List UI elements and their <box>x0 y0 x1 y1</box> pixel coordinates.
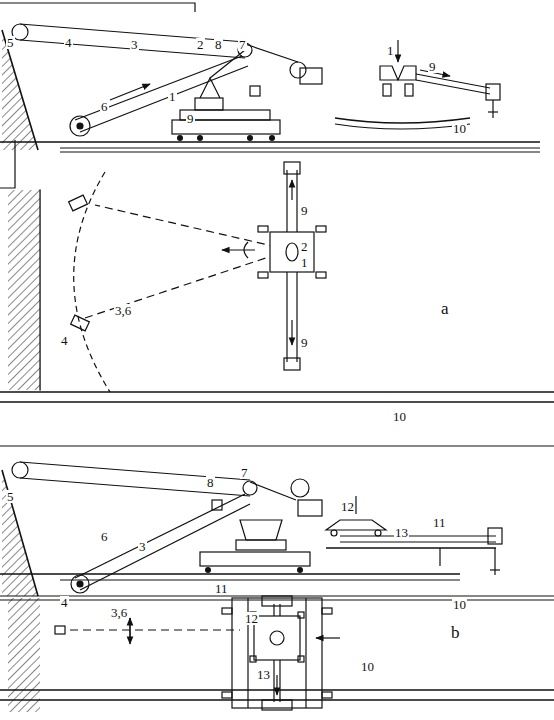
callout-number: 13 <box>256 668 271 681</box>
callout-number: 7 <box>238 38 247 51</box>
callout-number: 9 <box>300 336 309 349</box>
callout-number: 13 <box>394 526 409 539</box>
callout-number: 10 <box>360 660 375 673</box>
callout-number: 2 <box>196 38 205 51</box>
callout-number: 10 <box>452 122 467 135</box>
callout-number: 11 <box>432 516 447 529</box>
callout-number: 7 <box>240 466 249 479</box>
callout-number: 11 <box>214 582 229 595</box>
callout-number: 2 <box>300 240 309 253</box>
callout-number: 1 <box>300 256 309 269</box>
callout-number: 8 <box>206 476 215 489</box>
callout-number: 12 <box>244 612 259 625</box>
callout-number: 4 <box>60 596 69 609</box>
callout-number: 12 <box>340 500 355 513</box>
callout-number: 3,6 <box>110 606 128 619</box>
callout-number: 10 <box>392 410 407 423</box>
callout-number: 3,6 <box>114 304 132 317</box>
callout-number: 4 <box>64 36 73 49</box>
callout-number: 3 <box>138 540 147 553</box>
callout-number: 5 <box>6 490 15 503</box>
variant-letter: b <box>450 624 461 641</box>
variant-letter: a <box>440 300 450 317</box>
callout-number: 6 <box>100 530 109 543</box>
callout-number: 3 <box>130 38 139 51</box>
callout-number: 9 <box>186 112 195 125</box>
callout-number: 1 <box>386 44 395 57</box>
callout-number: 1 <box>168 90 177 103</box>
callout-number: 5 <box>6 36 15 49</box>
callout-number: 9 <box>300 204 309 217</box>
callout-number: 9 <box>428 60 437 73</box>
callout-number: 8 <box>214 38 223 51</box>
callout-number: 6 <box>100 100 109 113</box>
callout-number: 4 <box>60 334 69 347</box>
callout-number: 10 <box>452 598 467 611</box>
